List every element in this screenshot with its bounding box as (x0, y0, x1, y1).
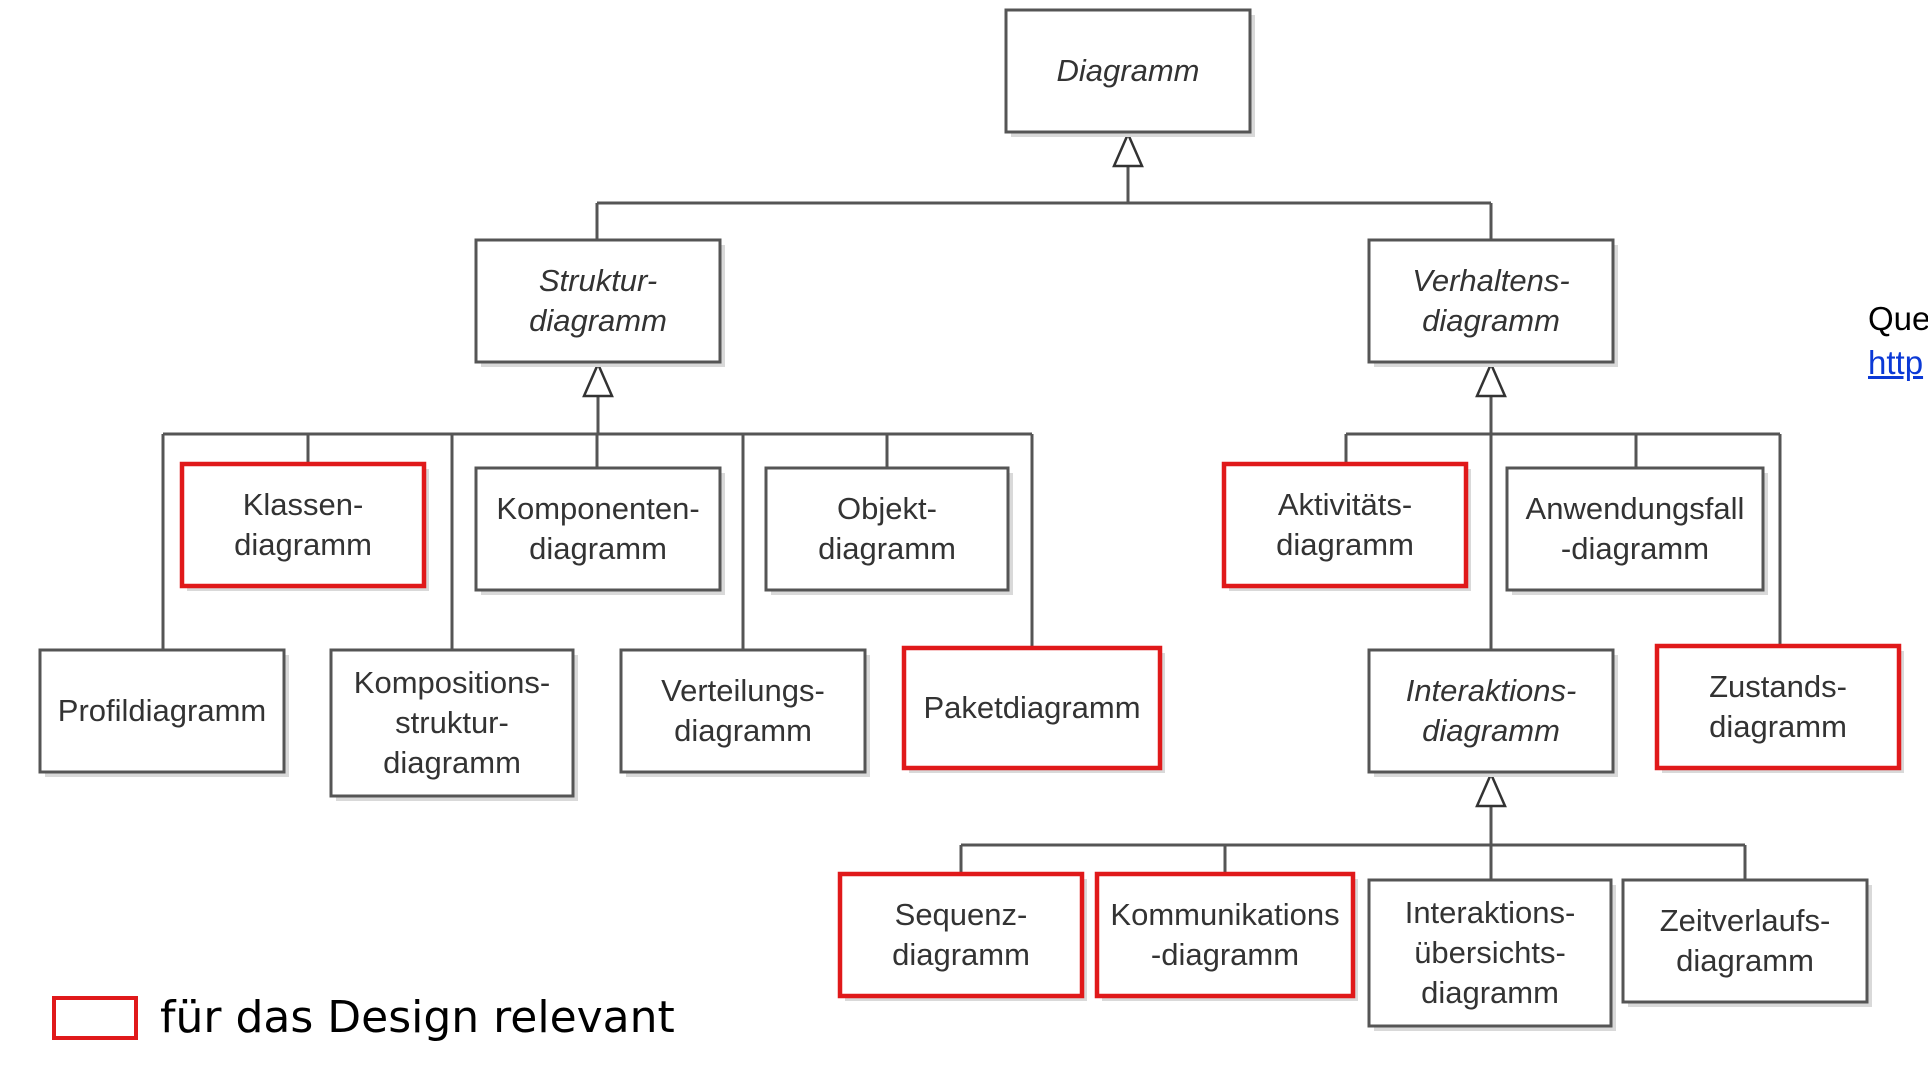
node-komponenten: Komponenten-diagramm (474, 466, 725, 595)
node-box (1004, 8, 1252, 134)
node-label: Verhaltens- (1412, 263, 1569, 298)
node-label: Anwendungsfall (1526, 491, 1745, 526)
node-label: diagramm (1709, 709, 1847, 744)
node-label: Aktivitäts- (1278, 487, 1412, 522)
node-label: diagramm (818, 531, 956, 566)
node-box (837, 871, 1085, 999)
node-komposition: Kompositions-struktur-diagramm (329, 648, 578, 801)
node-label: Profildiagramm (58, 693, 266, 728)
node-box (38, 648, 286, 774)
node-label: diagramm (529, 531, 667, 566)
node-box (1505, 466, 1765, 592)
node-label: übersichts- (1414, 935, 1566, 970)
node-box (764, 466, 1010, 592)
generalization-arrow-verhalten (1475, 360, 1507, 398)
node-label: Zeitverlaufs- (1660, 903, 1831, 938)
node-profil: Profildiagramm (38, 648, 289, 777)
node-label: Verteilungs- (661, 673, 825, 708)
node-box (1094, 871, 1356, 999)
node-label: diagramm (892, 937, 1030, 972)
node-label: Kommunikations (1110, 897, 1339, 932)
generalization-arrow-struktur (582, 360, 614, 398)
node-label: Struktur- (539, 263, 657, 298)
node-label: Zustands- (1709, 669, 1847, 704)
node-label: -diagramm (1151, 937, 1299, 972)
node-label: diagramm (1422, 713, 1560, 748)
node-label: Paketdiagramm (923, 690, 1140, 725)
node-label: Sequenz- (895, 897, 1028, 932)
node-box (474, 466, 722, 592)
node-label: diagramm (1422, 303, 1560, 338)
node-zustand: Zustands-diagramm (1654, 643, 1904, 773)
legend-label: für das Design relevant (160, 992, 675, 1043)
node-box (1367, 238, 1615, 364)
node-label: struktur- (395, 705, 509, 740)
node-box (1367, 878, 1613, 1028)
node-box (1621, 878, 1869, 1004)
source-link[interactable]: http (1868, 344, 1924, 381)
node-aktivitaet: Aktivitäts-diagramm (1221, 461, 1471, 591)
node-box (619, 648, 867, 774)
node-box (1654, 643, 1902, 771)
node-diagramm: Diagramm (1004, 8, 1255, 137)
node-paket: Paketdiagramm (901, 645, 1165, 773)
node-box (1221, 461, 1469, 589)
node-label: Kompositions- (354, 665, 550, 700)
node-interaktion: Interaktions-diagramm (1367, 648, 1618, 777)
node-label: Klassen- (243, 487, 364, 522)
node-label: diagramm (1276, 527, 1414, 562)
node-label: -diagramm (1561, 531, 1709, 566)
node-label: diagramm (1421, 975, 1559, 1010)
node-box (474, 238, 722, 364)
node-verhalten: Verhaltens-diagramm (1367, 238, 1618, 367)
legend-swatch (52, 996, 138, 1040)
node-box (1367, 648, 1615, 774)
node-label: diagramm (529, 303, 667, 338)
node-zeitverlauf: Zeitverlaufs-diagramm (1621, 878, 1872, 1007)
node-kommunikation: Kommunikations -diagramm (1094, 871, 1358, 1001)
node-label: Interaktions- (1405, 895, 1576, 930)
generalization-arrow-diagramm (1112, 130, 1144, 168)
node-label: Komponenten- (496, 491, 699, 526)
node-label: Interaktions- (1406, 673, 1577, 708)
node-struktur: Struktur-diagramm (474, 238, 725, 367)
node-sequenz: Sequenz-diagramm (837, 871, 1087, 1001)
node-label: Diagramm (1057, 53, 1200, 88)
generalization-arrow-interaktion (1475, 770, 1507, 808)
node-interaktionsuebersicht: Interaktions-übersichts-diagramm (1367, 878, 1616, 1031)
node-label: Objekt- (837, 491, 937, 526)
node-label: diagramm (383, 745, 521, 780)
node-box (901, 645, 1163, 771)
nodes-layer: DiagrammStruktur-diagrammVerhaltens-diag… (38, 8, 1904, 1031)
node-objekt: Objekt-diagramm (764, 466, 1013, 595)
node-box (179, 461, 427, 589)
edges-layer (161, 130, 1782, 880)
node-label: diagramm (674, 713, 812, 748)
node-box (329, 648, 575, 798)
node-label: diagramm (234, 527, 372, 562)
node-anwendungsfall: Anwendungsfall -diagramm (1505, 466, 1768, 595)
node-verteilung: Verteilungs-diagramm (619, 648, 870, 777)
node-label: diagramm (1676, 943, 1814, 978)
source-label: Que (1868, 300, 1928, 337)
node-klassen: Klassen-diagramm (179, 461, 429, 591)
